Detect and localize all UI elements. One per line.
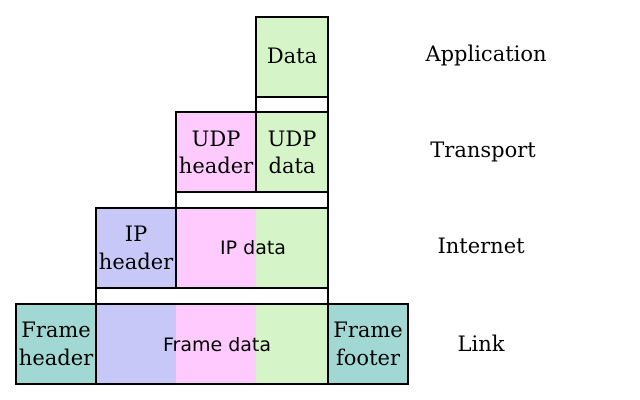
data-block [255,16,329,98]
frame-footer-block [327,303,409,385]
frame-header-label-line2: header [19,346,94,370]
udp-data-label-line2: data [269,154,316,178]
frame-header-block [15,303,97,385]
udp-header-label-line2: header [179,154,254,178]
layer-label-transport: Transport [430,138,536,162]
frame-data-green-fill [256,304,328,384]
frame-header-label-line1: Frame [21,318,90,342]
ip-data-green-fill [256,208,328,288]
udp-header-block [175,111,257,193]
udp-header-label-line1: UDP [192,127,241,151]
ip-header-label-line1: IP [125,222,147,246]
udp-data-block [255,111,329,193]
layer-label-link: Link [458,332,505,356]
frame-footer-label-line1: Frame [333,318,402,342]
udp-data-label-line1: UDP [268,127,317,151]
data-label: Data [267,44,317,68]
connector-transport-internet [175,191,329,209]
ip-header-block [95,207,177,289]
ip-data-pink-fill [176,208,256,288]
ip-data-label: IP data [220,237,286,259]
frame-data-pink-fill [176,304,256,384]
connector-internet-link [95,287,329,305]
connector-app-transport [255,96,329,113]
frame-footer-label-line2: footer [336,346,401,370]
frame-data-label: Frame data [163,334,271,356]
frame-data-blue-fill [96,304,176,384]
layer-label-application: Application [424,42,546,66]
ip-header-label-line2: header [99,250,174,274]
layer-label-internet: Internet [437,234,525,258]
